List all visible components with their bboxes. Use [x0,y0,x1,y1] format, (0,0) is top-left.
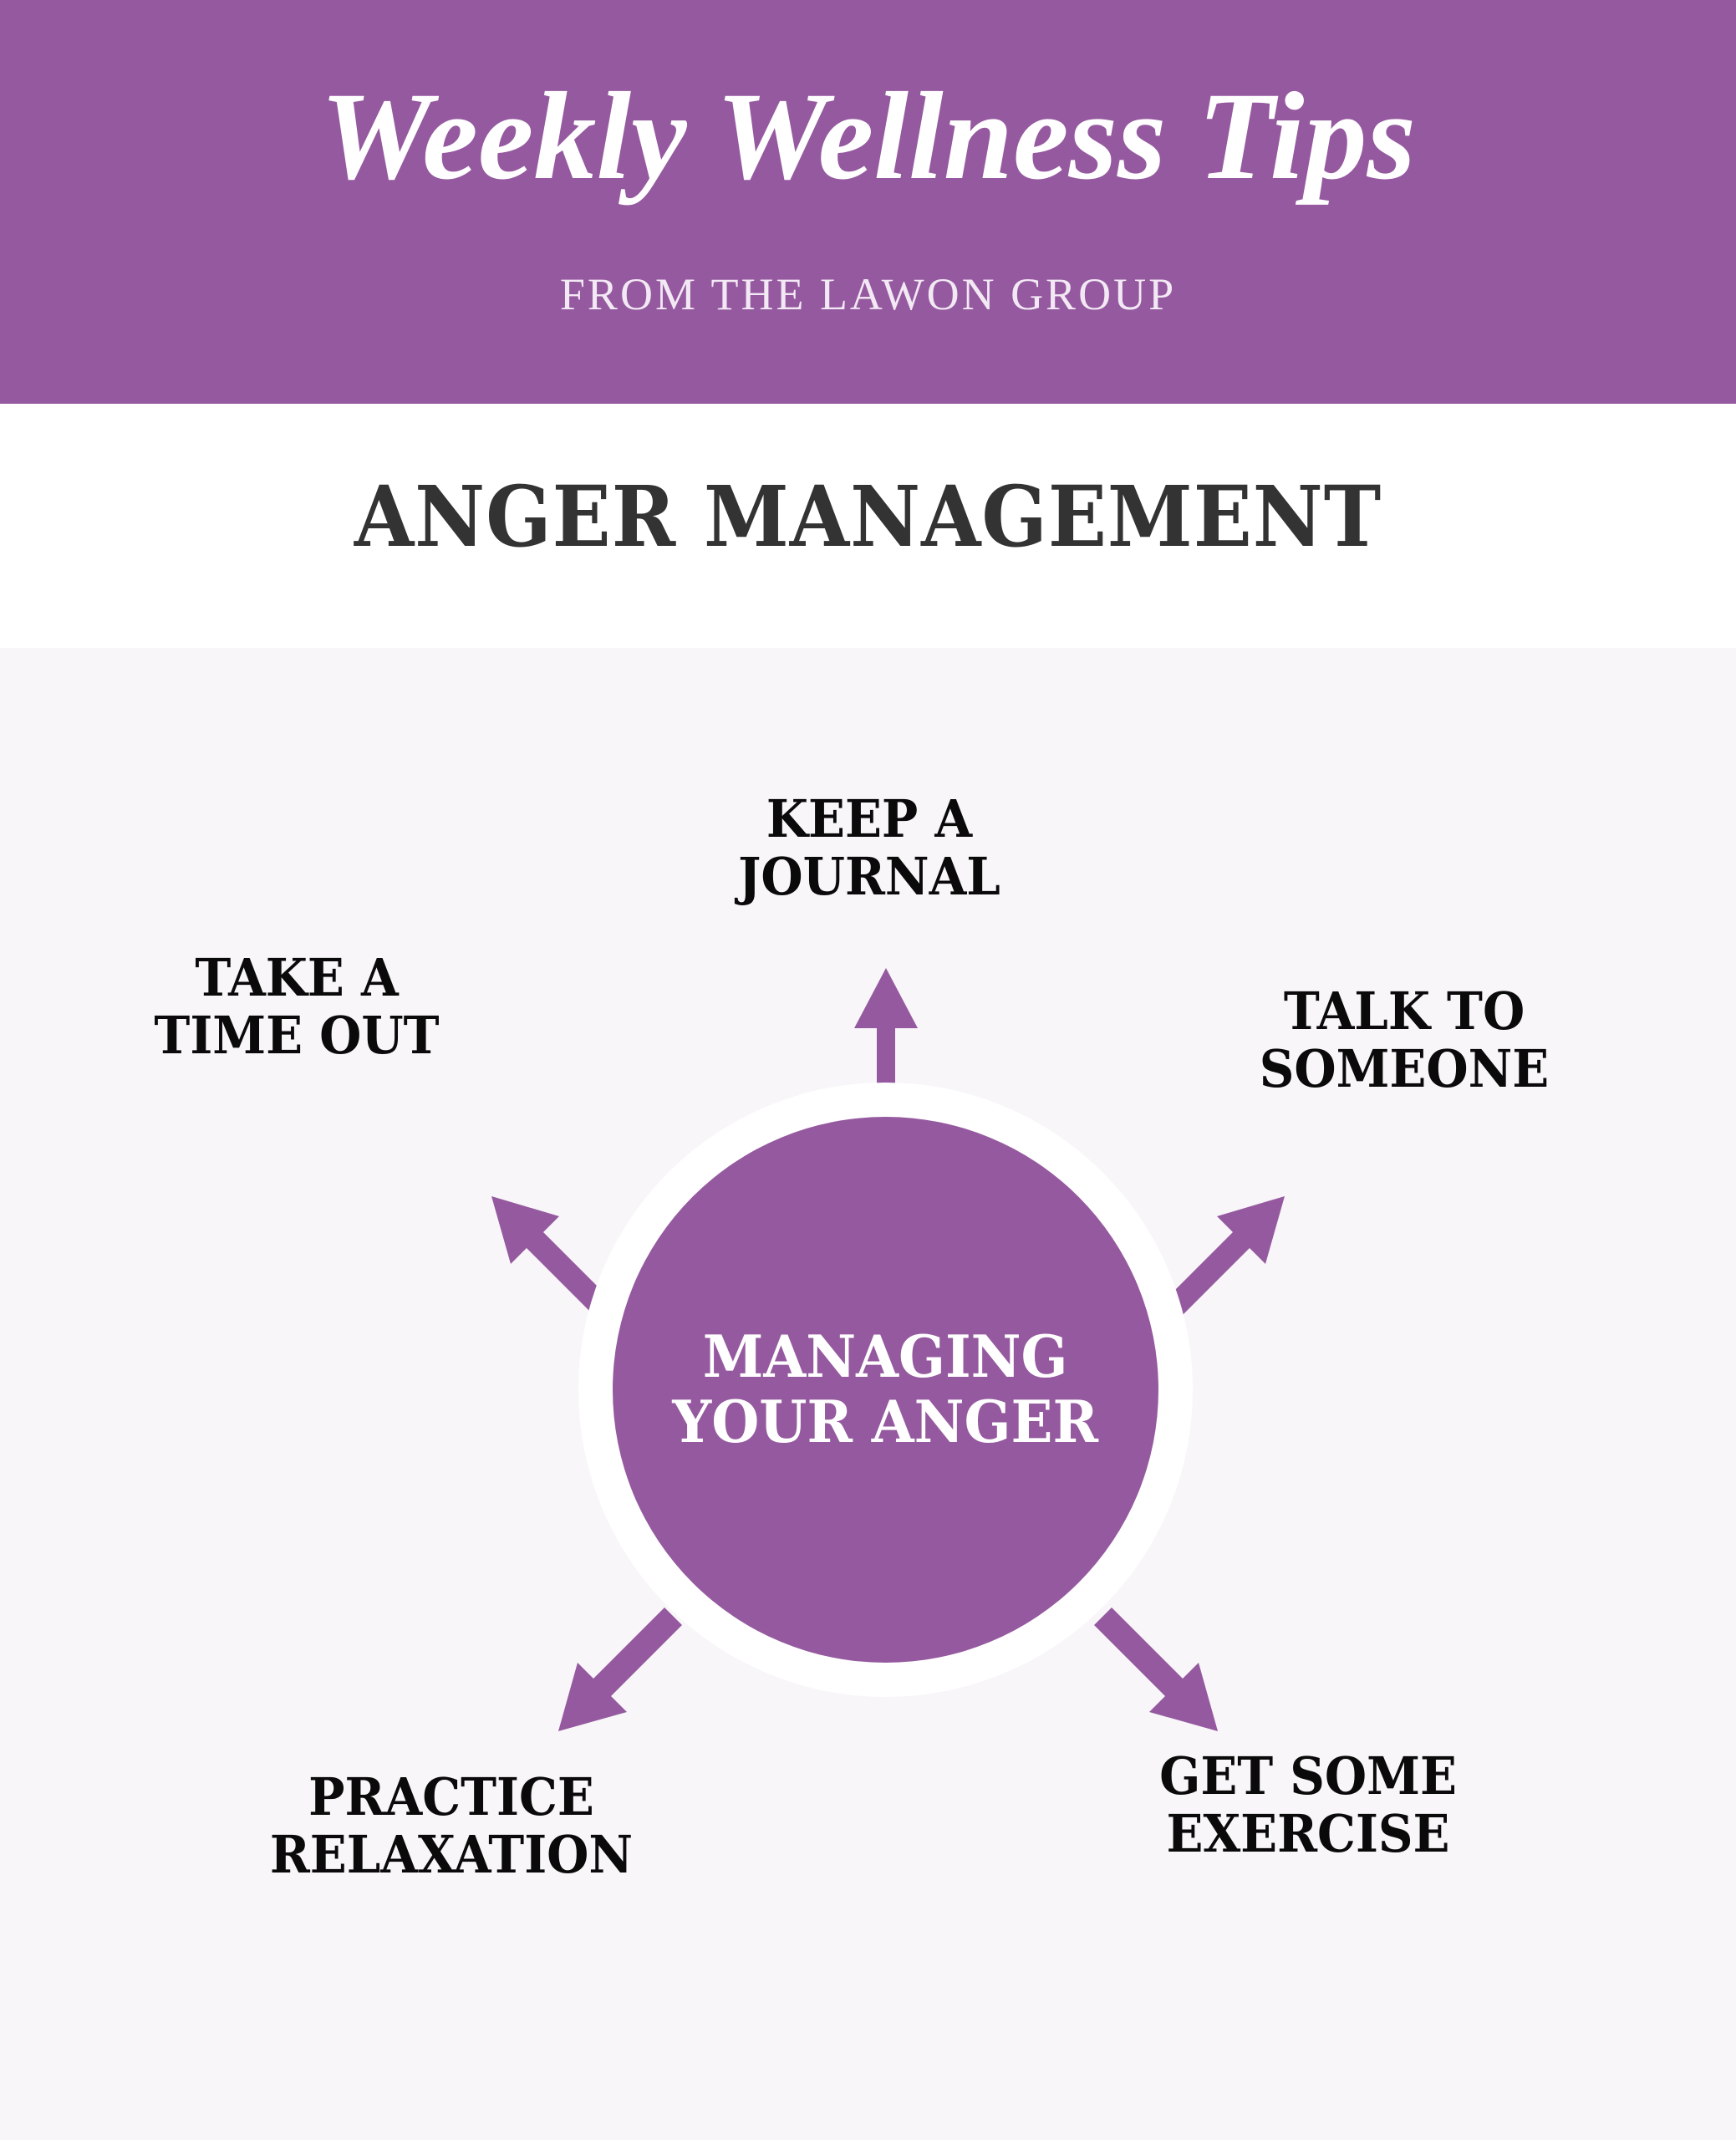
anger-management-diagram: MANAGING YOUR ANGER KEEP A JOURNAL TALK … [0,648,1736,2140]
center-circle-label: MANAGING YOUR ANGER [673,1325,1099,1455]
spoke-label-get-some-exercise: GET SOME EXERCISE [1159,1745,1457,1865]
section-title-band [0,404,1736,648]
arrow-down-right-exercise [1094,1608,1218,1731]
arrow-up-journal [854,968,918,1166]
spoke-label-keep-a-journal: KEEP A JOURNAL [738,788,1000,908]
arrow-down-left-relaxation [558,1608,682,1731]
section-title: ANGER MANAGEMENT [354,467,1382,566]
arrows-layer [491,968,1285,1731]
center-circle[interactable]: MANAGING YOUR ANGER [613,1117,1158,1663]
arrow-up-right-talk [1163,1196,1285,1317]
header-banner: Weekly Wellness Tips FROM THE LAWON GROU… [0,0,1736,404]
center-label-line-2: YOUR ANGER [672,1388,1099,1456]
header-subtitle: FROM THE LAWON GROUP [559,269,1177,319]
spoke-label-take-a-time-out: TAKE A TIME OUT [154,947,440,1067]
center-label-line-1: MANAGING [703,1323,1068,1392]
spoke-label-practice-relaxation: PRACTICE RELAXATION [269,1766,634,1886]
spoke-label-talk-to-someone: TALK TO SOMEONE [1259,981,1550,1100]
arrow-up-left-timeout [491,1196,613,1317]
page-title: Weekly Wellness Tips [320,67,1416,206]
